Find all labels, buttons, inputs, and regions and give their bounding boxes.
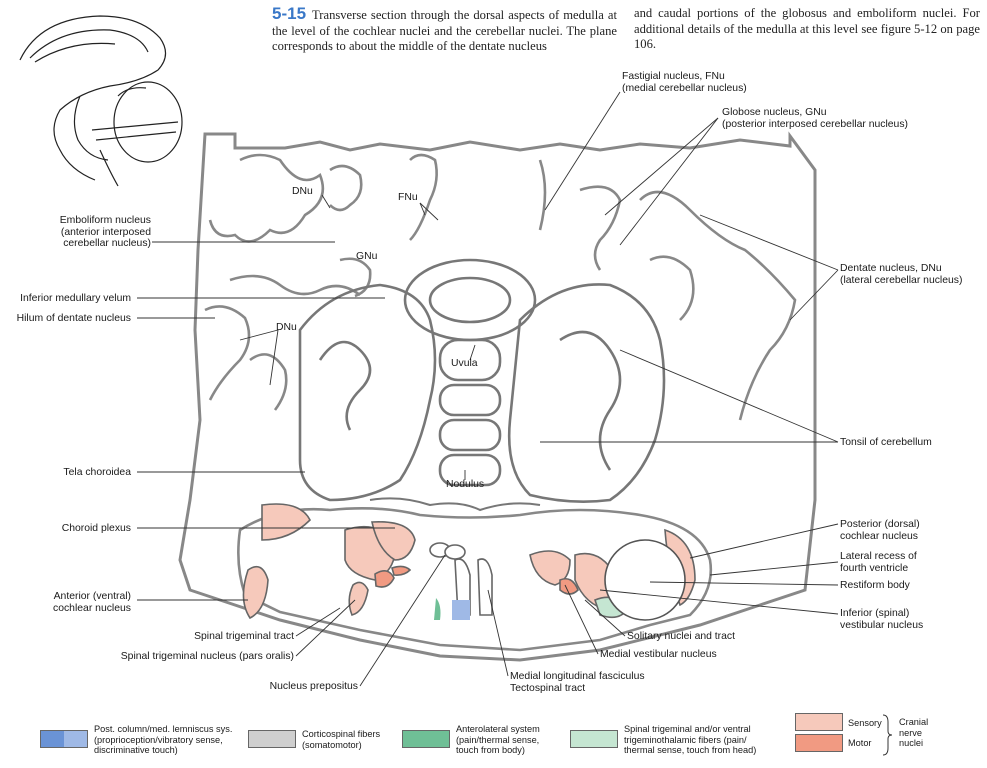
cerebellar-folia bbox=[204, 153, 797, 421]
label-dentate: Dentate nucleus, DNu (lateral cerebellar… bbox=[840, 263, 963, 286]
medulla bbox=[237, 497, 713, 652]
legend-text-spinal-trigeminal: Spinal trigeminal and/or ventral trigemi… bbox=[624, 724, 757, 755]
leader-lines bbox=[137, 91, 839, 687]
inner-label-dnu-top: DNu bbox=[292, 186, 313, 197]
inner-label-fnu: FNu bbox=[398, 192, 418, 203]
caption-right: and caudal portions of the globosus and … bbox=[634, 6, 980, 51]
inner-label-gnu: GNu bbox=[356, 251, 378, 262]
label-inferior-vestibular: Inferior (spinal) vestibular nucleus bbox=[840, 608, 924, 631]
label-hilum-dentate: Hilum of dentate nucleus bbox=[16, 313, 131, 324]
label-choroid-plexus: Choroid plexus bbox=[61, 523, 131, 534]
label-nucleus-prepositus: Nucleus prepositus bbox=[269, 681, 358, 692]
label-anterior-cochlear: Anterior (ventral) cochlear nucleus bbox=[53, 591, 131, 614]
legend-brace bbox=[882, 714, 893, 756]
caption-left-text: Transverse section through the dorsal as… bbox=[272, 8, 617, 53]
label-medial-vestibular: Medial vestibular nucleus bbox=[600, 649, 717, 660]
legend-swatch-motor bbox=[795, 734, 843, 752]
section-outline bbox=[178, 131, 817, 662]
legend-swatch-anterolateral bbox=[402, 730, 450, 748]
legend-swatch-sensory bbox=[795, 713, 843, 731]
legend-text-sensory: Sensory bbox=[848, 718, 882, 728]
label-spinal-trig-nucleus: Spinal trigeminal nucleus (pars oralis) bbox=[120, 651, 294, 662]
label-inferior-medullary-velum: Inferior medullary velum bbox=[20, 293, 131, 304]
label-tonsil: Tonsil of cerebellum bbox=[840, 437, 932, 448]
inner-label-dnu-left: DNu bbox=[276, 322, 297, 333]
legend: Post. column/med. lemniscus sys. (propri… bbox=[0, 712, 987, 768]
central-lobules bbox=[298, 258, 666, 503]
legend-swatch-post-column bbox=[40, 730, 88, 748]
legend-text-motor: Motor bbox=[848, 738, 872, 748]
legend-swatch-spinal-trigeminal bbox=[570, 730, 618, 748]
label-tela-choroidea: Tela choroidea bbox=[63, 467, 131, 478]
label-posterior-cochlear: Posterior (dorsal) cochlear nucleus bbox=[840, 519, 920, 542]
inner-label-nodulus: Nodulus bbox=[446, 479, 485, 490]
legend-swatch-corticospinal bbox=[248, 730, 296, 748]
label-spinal-trig-tract: Spinal trigeminal tract bbox=[194, 631, 294, 642]
figure-number: 5-15 bbox=[272, 4, 307, 23]
legend-text-corticospinal: Corticospinal fibers (somatomotor) bbox=[302, 729, 381, 750]
label-lateral-recess: Lateral recess of fourth ventricle bbox=[840, 551, 917, 574]
inner-label-uvula: Uvula bbox=[451, 358, 478, 369]
label-mlf: Medial longitudinal fasciculus Tectospin… bbox=[510, 671, 645, 694]
legend-text-post-column: Post. column/med. lemniscus sys. (propri… bbox=[94, 724, 233, 755]
label-globose: Globose nucleus, GNu (posterior interpos… bbox=[722, 107, 908, 130]
label-restiform: Restiform body bbox=[840, 580, 910, 591]
legend-text-cranial-nerve-nuclei: Cranial nerve nuclei bbox=[899, 717, 929, 748]
label-fastigial: Fastigial nucleus, FNu (medial cerebella… bbox=[622, 71, 747, 94]
label-solitary: Solitary nuclei and tract bbox=[627, 631, 736, 642]
legend-text-anterolateral: Anterolateral system (pain/thermal sense… bbox=[456, 724, 540, 755]
orientation-brain-sketch bbox=[19, 15, 183, 187]
label-emboliform: Emboliform nucleus (anterior interposed … bbox=[59, 215, 151, 249]
